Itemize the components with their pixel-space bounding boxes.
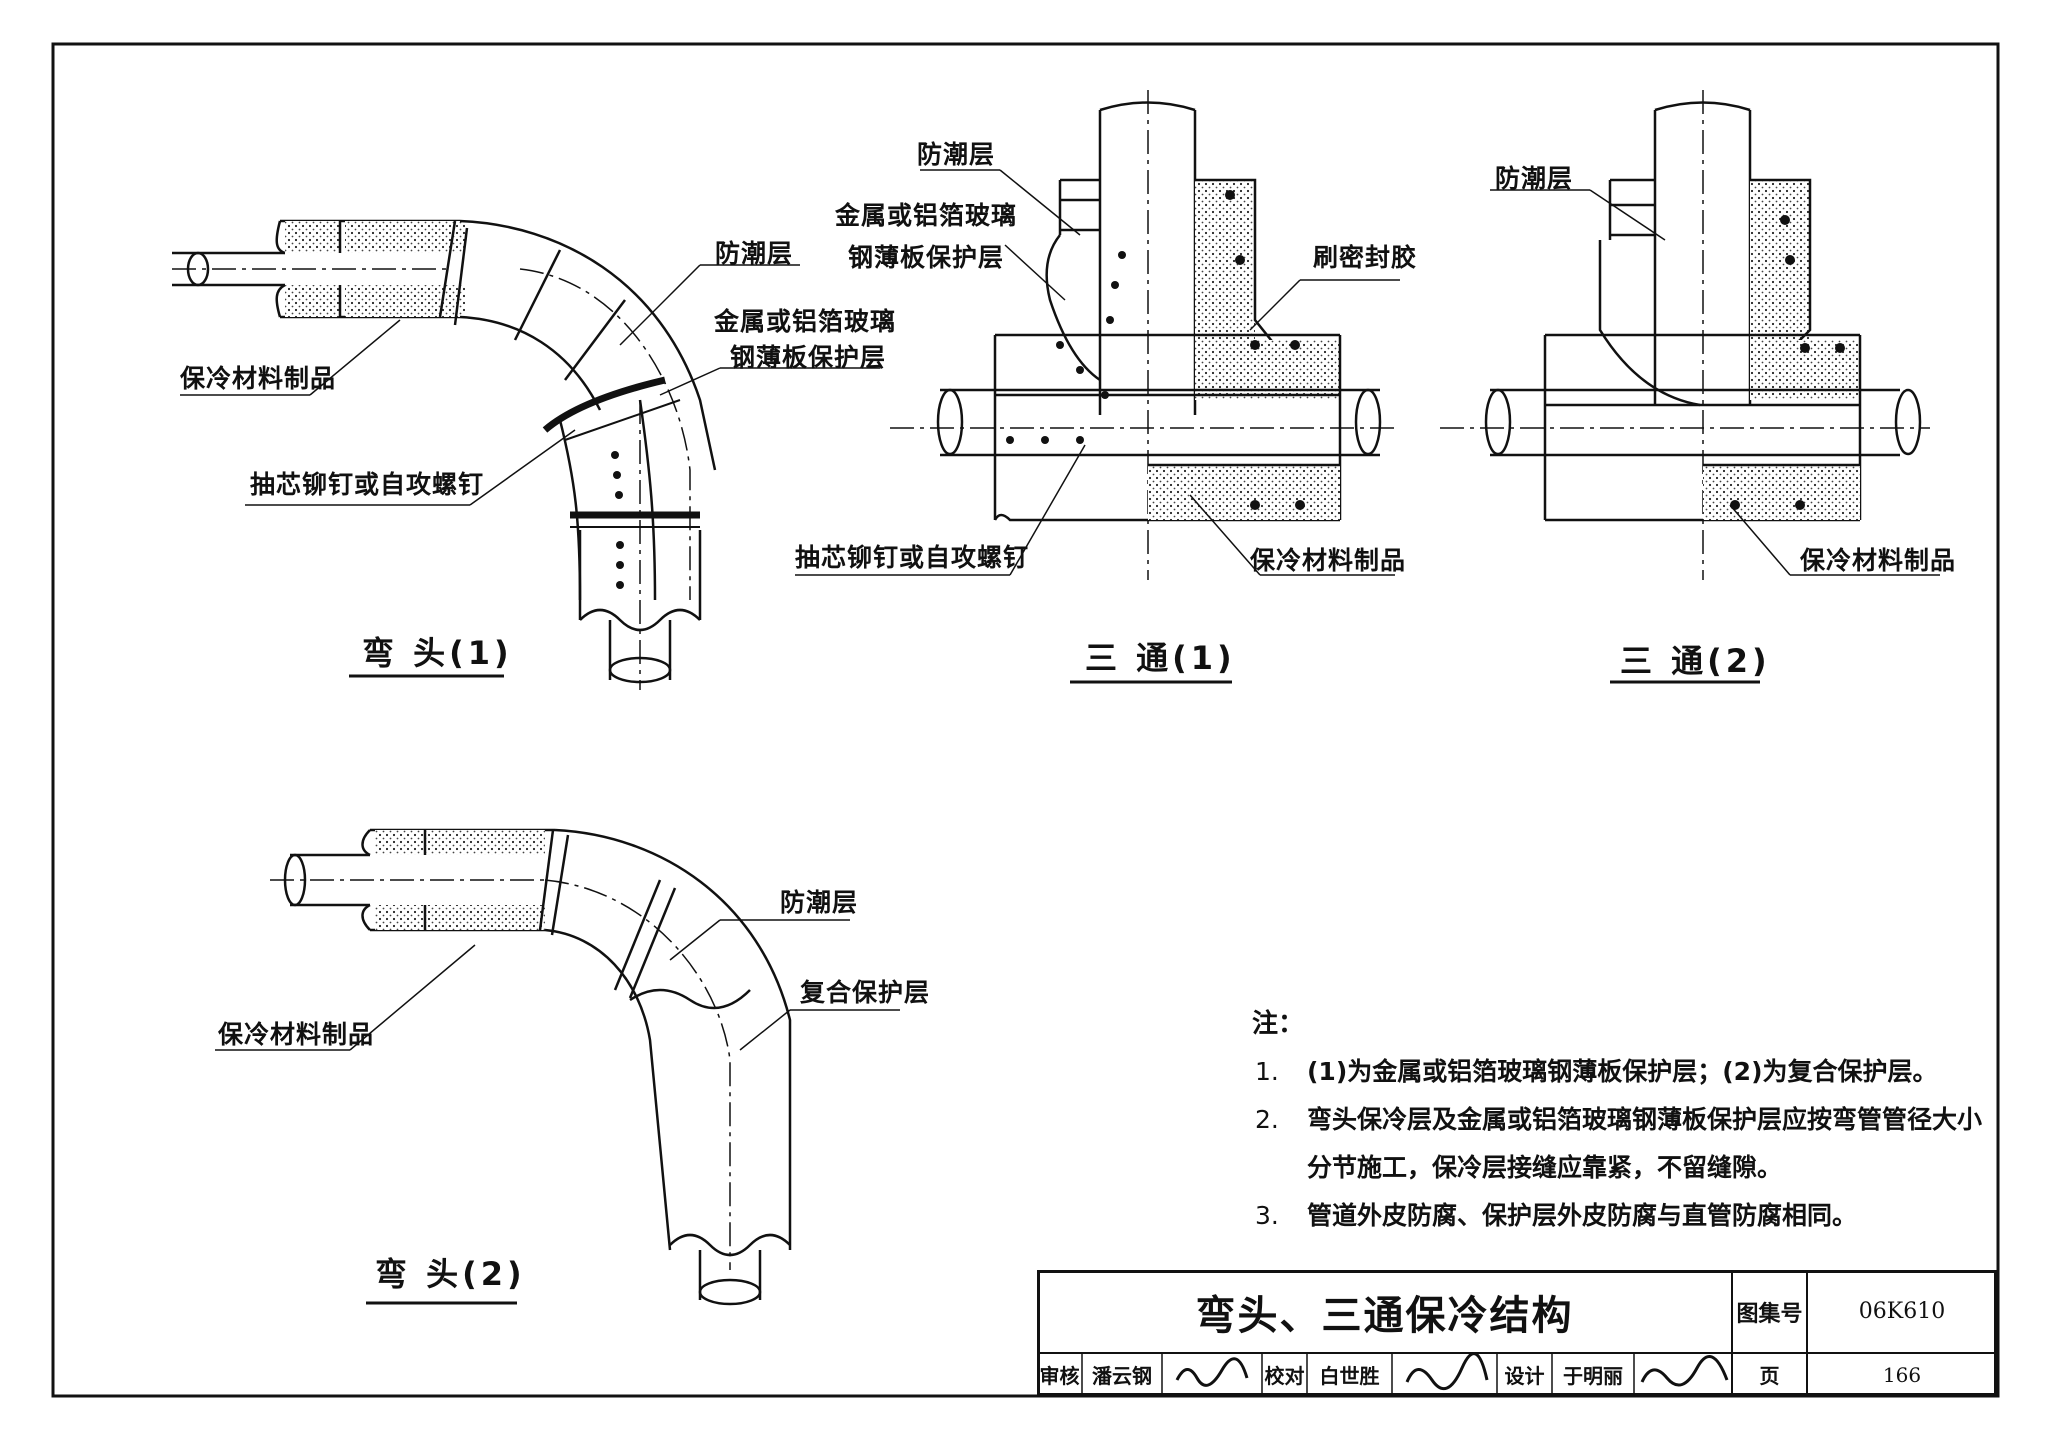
notes-heading: 注： xyxy=(1252,1009,1305,1039)
tee2-moisture-label: 防潮层 xyxy=(1495,164,1574,193)
elbow2-composite-label: 复合保护层 xyxy=(800,978,931,1007)
note-number: 2. xyxy=(1255,1105,1279,1134)
elbow1-title: 弯 头(1) xyxy=(362,634,513,672)
elbow1-metal-protect-label-2: 钢薄板保护层 xyxy=(730,343,887,372)
tee1-sealant-label: 刷密封胶 xyxy=(1313,243,1418,272)
elbow2-moisture-label: 防潮层 xyxy=(780,888,859,917)
elbow1-rivet-label: 抽芯铆钉或自攻螺钉 xyxy=(250,470,485,499)
tee1-rivet-label: 抽芯铆钉或自攻螺钉 xyxy=(795,543,1030,572)
tee1-cold-material-label: 保冷材料制品 xyxy=(1250,546,1407,575)
note-text: (1)为金属或铝箔玻璃钢薄板保护层；(2)为复合保护层。 xyxy=(1307,1057,1938,1086)
note-item: 3. 管道外皮防腐、保护层外皮防腐与直管防腐相同。 xyxy=(1255,1192,2007,1240)
review-label: 审核 xyxy=(1039,1364,1080,1388)
tee1-moisture-label: 防潮层 xyxy=(917,140,996,169)
tee-2-drawing xyxy=(1440,90,1940,684)
elbow1-cold-material-label: 保冷材料制品 xyxy=(180,364,337,393)
note-item: 1. (1)为金属或铝箔玻璃钢薄板保护层；(2)为复合保护层。 xyxy=(1255,1048,2007,1096)
note-text-continuation: 分节施工，保冷层接缝应靠紧，不留缝隙。 xyxy=(1307,1153,1783,1182)
page-number: 166 xyxy=(1882,1362,1922,1387)
note-text: 管道外皮防腐、保护层外皮防腐与直管防腐相同。 xyxy=(1307,1201,1858,1230)
tee1-metal-protect-label-1: 金属或铝箔玻璃 xyxy=(835,201,1018,230)
tee2-title: 三 通(2) xyxy=(1620,642,1771,680)
title-block-grid xyxy=(1037,1270,1997,1396)
elbow2-title: 弯 头(2) xyxy=(375,1255,526,1293)
atlas-number: 06K610 xyxy=(1858,1299,1946,1324)
elbow1-moisture-label: 防潮层 xyxy=(715,239,794,268)
note-item: 2. 弯头保冷层及金属或铝箔玻璃钢薄板保护层应按弯管管径大小 xyxy=(1255,1096,2007,1144)
atlas-label: 图集号 xyxy=(1736,1301,1803,1327)
reviewer-name: 潘云钢 xyxy=(1092,1364,1152,1388)
tee2-cold-material-label: 保冷材料制品 xyxy=(1800,546,1957,575)
notes-block: 注： 1. (1)为金属或铝箔玻璃钢薄板保护层；(2)为复合保护层。 2. 弯头… xyxy=(1252,1000,2007,1240)
note-text: 弯头保冷层及金属或铝箔玻璃钢薄板保护层应按弯管管径大小 xyxy=(1307,1105,1983,1134)
designer-name: 于明丽 xyxy=(1563,1364,1623,1388)
tee-1-drawing xyxy=(795,90,1400,684)
drawing-title: 弯头、三通保冷结构 xyxy=(1195,1292,1574,1339)
tee1-title: 三 通(1) xyxy=(1085,639,1236,677)
checker-name: 白世胜 xyxy=(1319,1364,1380,1388)
elbow-2-drawing xyxy=(215,828,900,1306)
tee1-metal-protect-label-2: 钢薄板保护层 xyxy=(848,243,1005,272)
page-label: 页 xyxy=(1759,1364,1780,1388)
title-block: 弯头、三通保冷结构 图集号 06K610 审核 潘云钢 校对 白世胜 设计 于明… xyxy=(1037,1270,1997,1396)
elbow1-metal-protect-label-1: 金属或铝箔玻璃 xyxy=(714,307,897,336)
elbow-1-drawing xyxy=(172,219,880,690)
check-label: 校对 xyxy=(1264,1364,1305,1388)
design-label: 设计 xyxy=(1504,1364,1545,1388)
elbow2-cold-material-label: 保冷材料制品 xyxy=(218,1020,375,1049)
frame-border xyxy=(51,42,2000,1398)
note-number: 1. xyxy=(1255,1057,1279,1086)
note-number: 3. xyxy=(1255,1201,1279,1230)
